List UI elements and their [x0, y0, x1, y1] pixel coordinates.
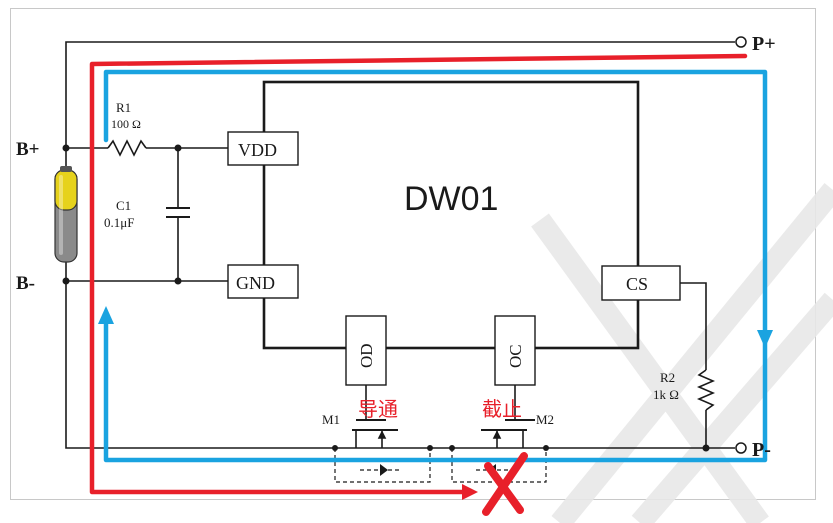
r1-name: R1: [116, 100, 131, 115]
oc-pin-label: OC: [506, 344, 525, 368]
cs-pin-label: CS: [626, 274, 648, 294]
r1-value: 100 Ω: [111, 117, 141, 131]
r1-resistor: [107, 139, 147, 157]
r2-resistor: [696, 369, 716, 411]
dw01-chip-body: [262, 80, 640, 350]
battery-icon: [54, 166, 78, 263]
gnd-pin-box: [227, 264, 299, 299]
watermark-lines: [531, 183, 833, 523]
labels: P+ P- B+ B- R1 100 Ω C1 0.1μF R2 1k Ω M1…: [16, 33, 776, 461]
blue-current-path: [103, 69, 768, 339]
p-minus-label: P-: [752, 439, 771, 461]
p-minus-terminal: [735, 442, 747, 454]
m1-state-label: 导通: [358, 397, 398, 421]
m2-name: M2: [536, 412, 554, 427]
r2-value: 1k Ω: [653, 387, 679, 402]
p-plus-label: P+: [752, 33, 776, 55]
m2-state-label: 截止: [482, 397, 522, 421]
current-paths: [89, 53, 773, 500]
b-plus-label: B+: [16, 139, 40, 160]
vdd-pin-box: [227, 131, 299, 166]
od-pin-box: [345, 315, 387, 386]
cs-pin-box: [601, 265, 681, 301]
wiring: [65, 41, 735, 483]
pin-boxes: [227, 131, 681, 386]
od-pin-label: OD: [357, 343, 376, 368]
gnd-pin-label: GND: [236, 273, 275, 293]
chip-name: DW01: [404, 180, 498, 218]
junction-dots: [62, 144, 710, 452]
m1-name: M1: [322, 412, 340, 427]
oc-pin-box: [494, 315, 536, 386]
red-path-arrow: [462, 484, 478, 500]
blue-path-arrow-up: [98, 306, 114, 324]
c1-name: C1: [116, 198, 131, 213]
vdd-pin-label: VDD: [238, 140, 277, 160]
c1-value: 0.1μF: [104, 215, 134, 230]
r2-name: R2: [660, 370, 675, 385]
blue-return-path: [103, 315, 768, 463]
red-current-path: [89, 53, 748, 495]
m2-mosfet: [481, 419, 535, 448]
b-minus-label: B-: [16, 273, 35, 294]
p-plus-terminal: [735, 36, 747, 48]
blocked-cross-icon: [482, 452, 528, 516]
m1-mosfet: [352, 419, 398, 448]
